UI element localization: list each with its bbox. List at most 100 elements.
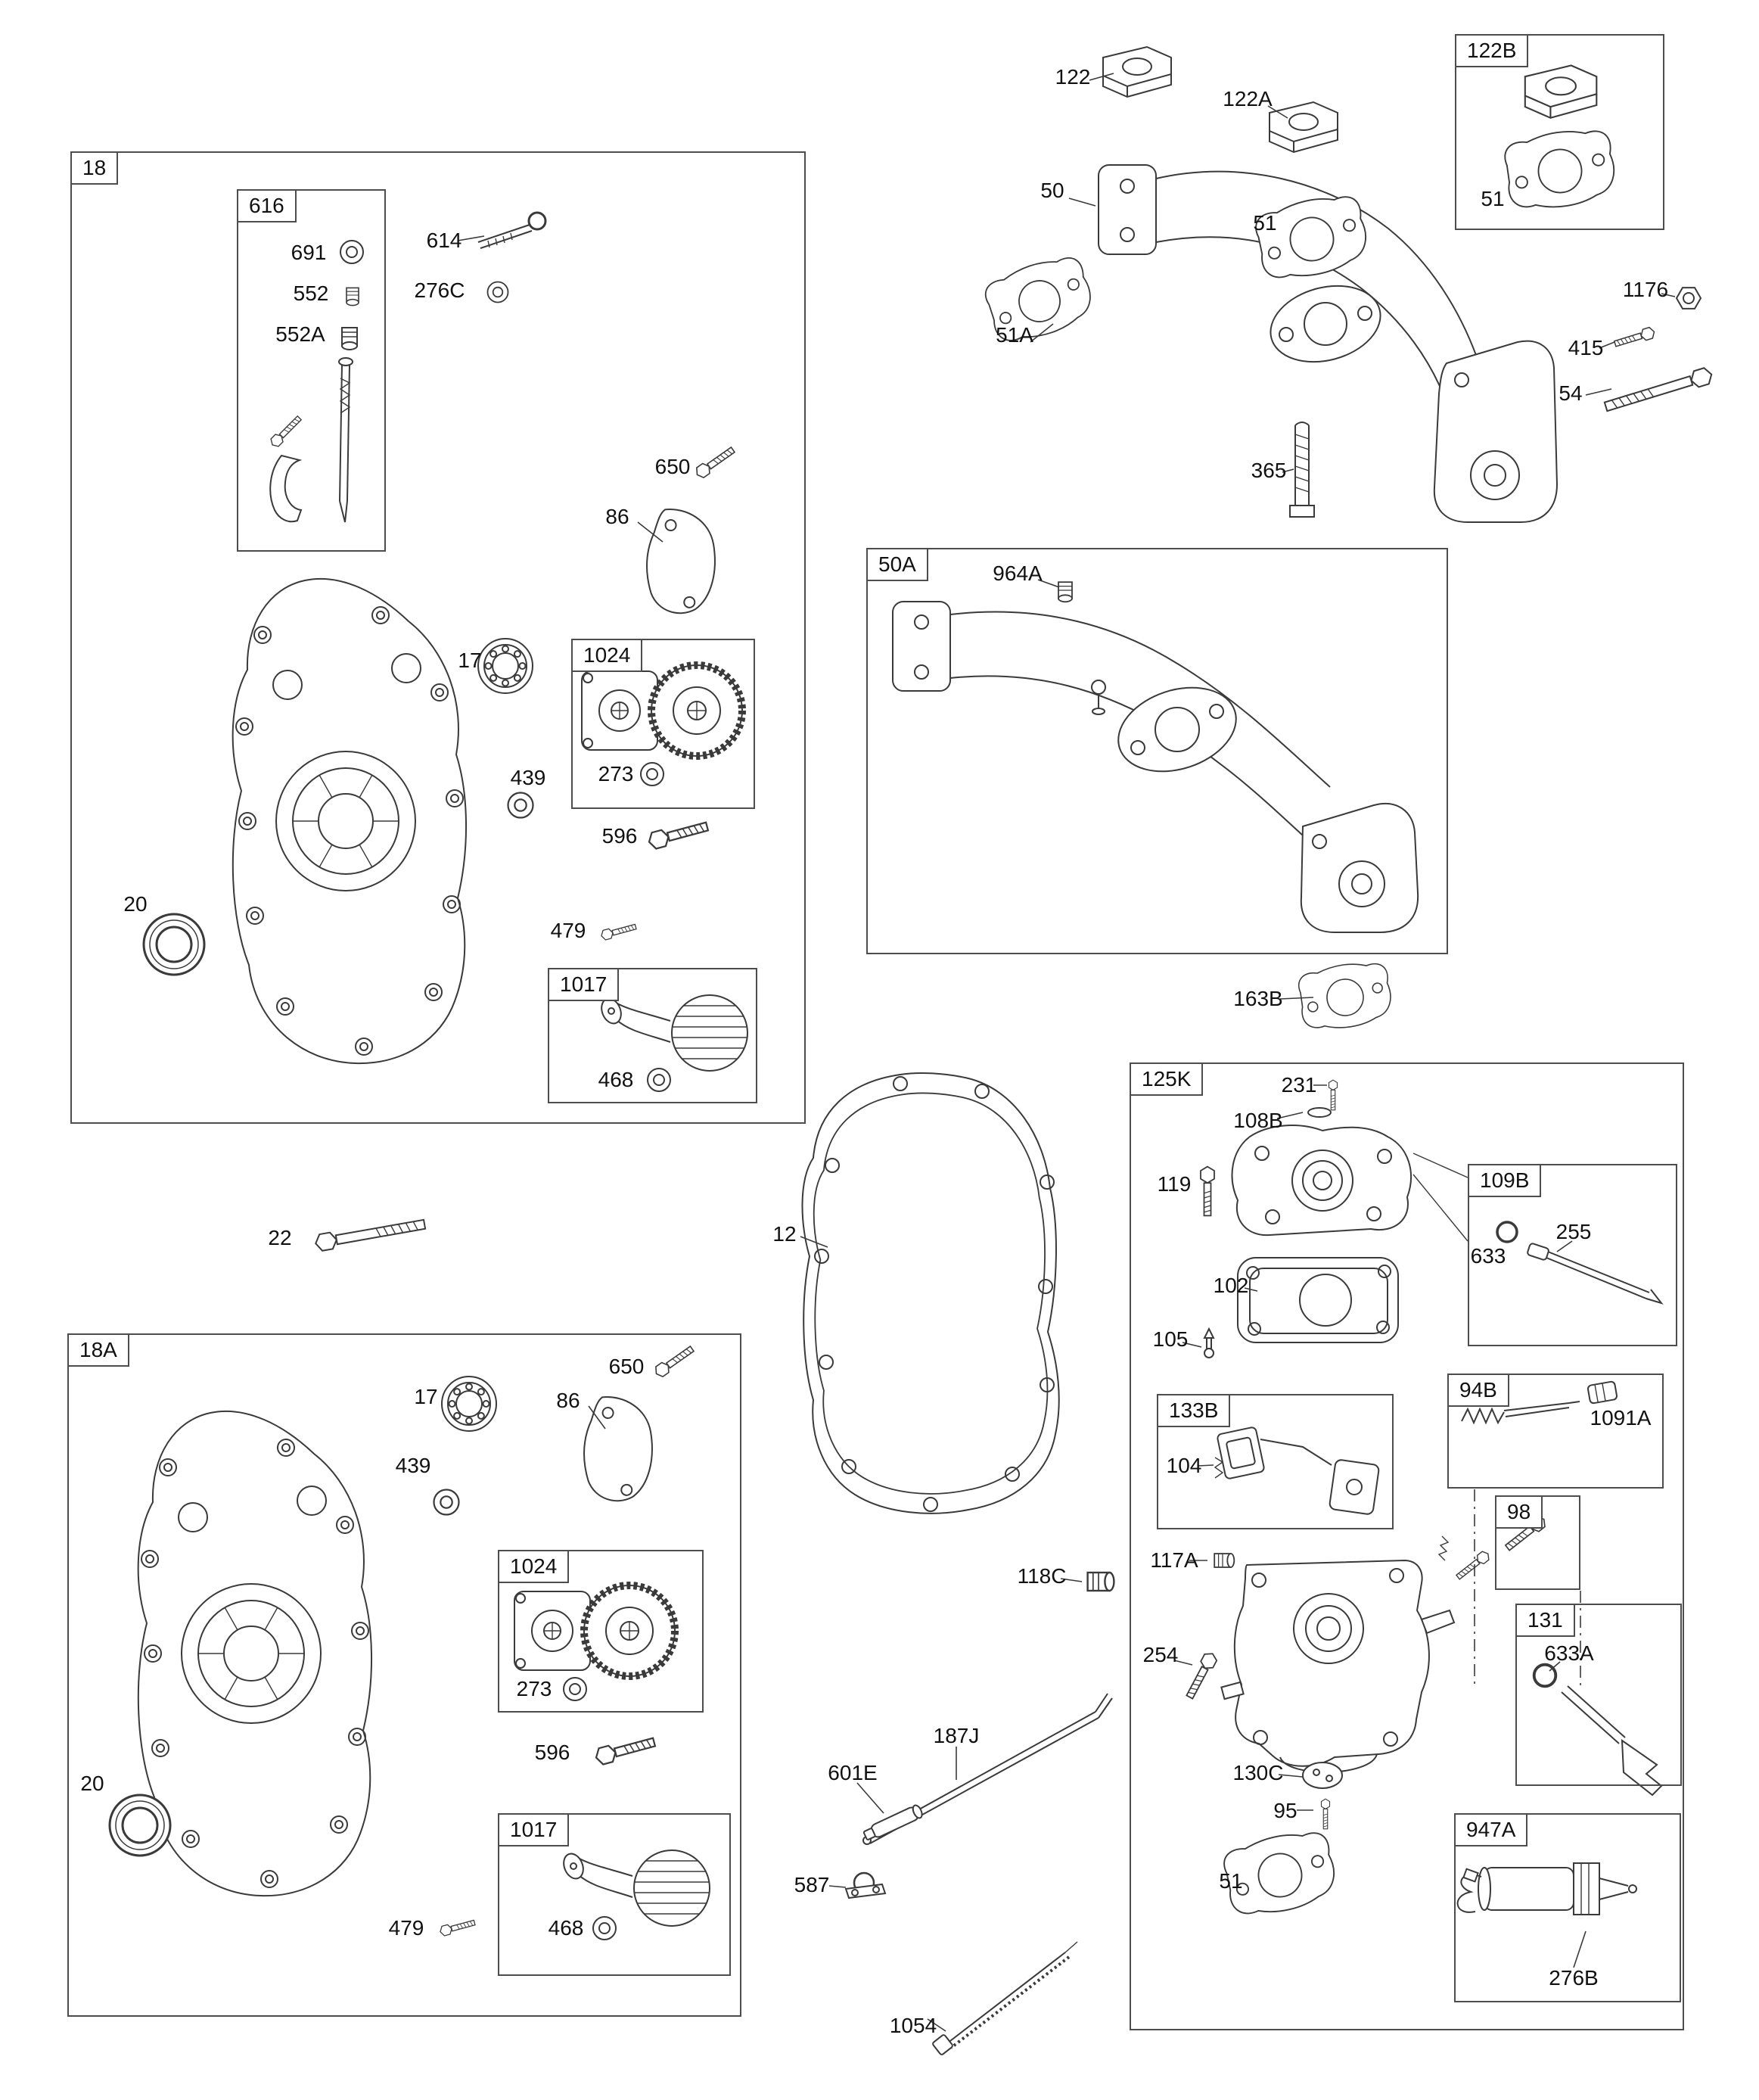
callout-601e: 601E (828, 1761, 878, 1784)
idle-mixture-screw-94b-drawing (1461, 1380, 1618, 1425)
gasket-12-drawing (801, 1072, 1060, 1514)
spring-drawing (1437, 1535, 1450, 1561)
group-label-1017: 1017 (548, 968, 620, 1002)
leader-lines (457, 73, 1676, 2032)
callout-20: 20 (123, 892, 148, 916)
eyebolt-614-drawing (477, 211, 547, 249)
callout-122a: 122A (1223, 87, 1273, 110)
callout-95: 95 (1273, 1799, 1297, 1822)
pointer-lines-109b (1412, 1153, 1468, 1242)
group-box-18: 18 (70, 151, 806, 1124)
callout-552a: 552A (275, 322, 325, 346)
callout-365: 365 (1251, 459, 1287, 482)
callout-1176: 1176 (1622, 278, 1669, 301)
group-label-616: 616 (237, 189, 297, 223)
callout-12: 12 (772, 1222, 797, 1246)
callout-596: 596 (601, 824, 638, 848)
callout-468: 468 (548, 1916, 584, 1940)
callout-633: 633 (1470, 1244, 1506, 1268)
callout-54: 54 (1559, 381, 1583, 405)
group-label-98: 98 (1495, 1495, 1543, 1529)
group-box-94b: 94B (1447, 1374, 1664, 1489)
intake-manifold-drawing (1098, 164, 1559, 523)
cable-tie-1054-drawing (932, 1941, 1078, 2055)
callout-22: 22 (268, 1226, 292, 1249)
stud-365-drawing (1289, 422, 1315, 518)
callout-102: 102 (1213, 1274, 1249, 1297)
callout-587: 587 (794, 1873, 830, 1896)
choke-assembly-133b-drawing (1214, 1426, 1380, 1515)
callout-964a: 964A (993, 562, 1043, 585)
group-box-1024: 1024 (571, 639, 755, 809)
callout-108b: 108B (1233, 1109, 1283, 1132)
construction-lines (1474, 1489, 1581, 1688)
group-label-94b: 94B (1447, 1374, 1509, 1408)
callout-552: 552 (293, 282, 329, 305)
callout-118c: 118C (1017, 1564, 1067, 1588)
callout-163b: 163B (1233, 987, 1283, 1010)
callout-691: 691 (291, 241, 327, 264)
group-box-50a: 50A (866, 548, 1448, 954)
group-label-1024: 1024 (571, 639, 643, 673)
callout-86: 86 (556, 1389, 580, 1412)
callout-20: 20 (80, 1772, 104, 1795)
group-label-133b: 133B (1157, 1394, 1231, 1428)
group-label-122b: 122B (1455, 34, 1529, 68)
callout-119: 119 (1157, 1172, 1192, 1196)
callout-122: 122 (1055, 65, 1091, 89)
callout-17: 17 (414, 1385, 438, 1408)
callout-255: 255 (1555, 1220, 1592, 1243)
group-box-131: 131 (1515, 1604, 1682, 1786)
callout-51a: 51A (996, 323, 1033, 347)
callout-276c: 276C (414, 278, 465, 302)
oil-minder-616-drawing (269, 357, 353, 523)
inlet-needle-105-drawing (1203, 1327, 1215, 1358)
callout-130c: 130C (1232, 1761, 1284, 1784)
callout-273: 273 (516, 1677, 552, 1700)
callout-231: 231 (1281, 1073, 1317, 1097)
carburetor-gasket-102-drawing (1237, 1257, 1399, 1343)
group-box-616: 616 (237, 189, 386, 552)
group-box-1017: 1017 (498, 1813, 731, 1976)
callout-51: 51 (1253, 211, 1277, 235)
group-box-122b: 122B (1455, 34, 1664, 230)
group-label-131: 131 (1515, 1604, 1575, 1638)
group-label-109b: 109B (1468, 1164, 1542, 1198)
callout-105: 105 (1152, 1327, 1189, 1351)
callout-187j: 187J (933, 1724, 980, 1747)
callout-650: 650 (654, 455, 691, 478)
group-label-18: 18 (70, 151, 119, 185)
group-label-947a: 947A (1454, 1813, 1528, 1847)
callout-439: 439 (510, 766, 546, 789)
fuel-solenoid-947a-drawing (1456, 1862, 1637, 1915)
callout-86: 86 (605, 505, 629, 528)
group-box-98: 98 (1495, 1495, 1580, 1590)
callout-273: 273 (598, 762, 634, 786)
callout-439: 439 (395, 1454, 431, 1477)
callout-596: 596 (534, 1741, 570, 1764)
callout-51: 51 (1219, 1869, 1243, 1893)
needle-255-drawing (1527, 1243, 1664, 1305)
callout-468: 468 (598, 1068, 634, 1091)
group-label-18a: 18A (67, 1333, 129, 1367)
callout-1091a: 1091A (1590, 1406, 1652, 1430)
callout-650: 650 (608, 1355, 645, 1378)
callout-633a: 633A (1544, 1641, 1594, 1665)
group-box-947a: 947A (1454, 1813, 1681, 2002)
callout-276b: 276B (1549, 1966, 1599, 1990)
group-box-18a: 18A (67, 1333, 741, 2017)
callout-415: 415 (1568, 336, 1604, 359)
clamp-587-drawing (844, 1871, 887, 1899)
callout-17: 17 (458, 649, 482, 672)
artwork-root (108, 46, 1715, 2055)
callout-50: 50 (1040, 179, 1064, 202)
callout-254: 254 (1142, 1643, 1179, 1666)
tube-601e-drawing (862, 1804, 923, 1840)
callout-104: 104 (1166, 1454, 1202, 1477)
carburetor-upper-body-drawing (1231, 1125, 1412, 1237)
intake-manifold-50a-drawing (892, 601, 1419, 933)
group-label-50a: 50A (866, 548, 928, 582)
